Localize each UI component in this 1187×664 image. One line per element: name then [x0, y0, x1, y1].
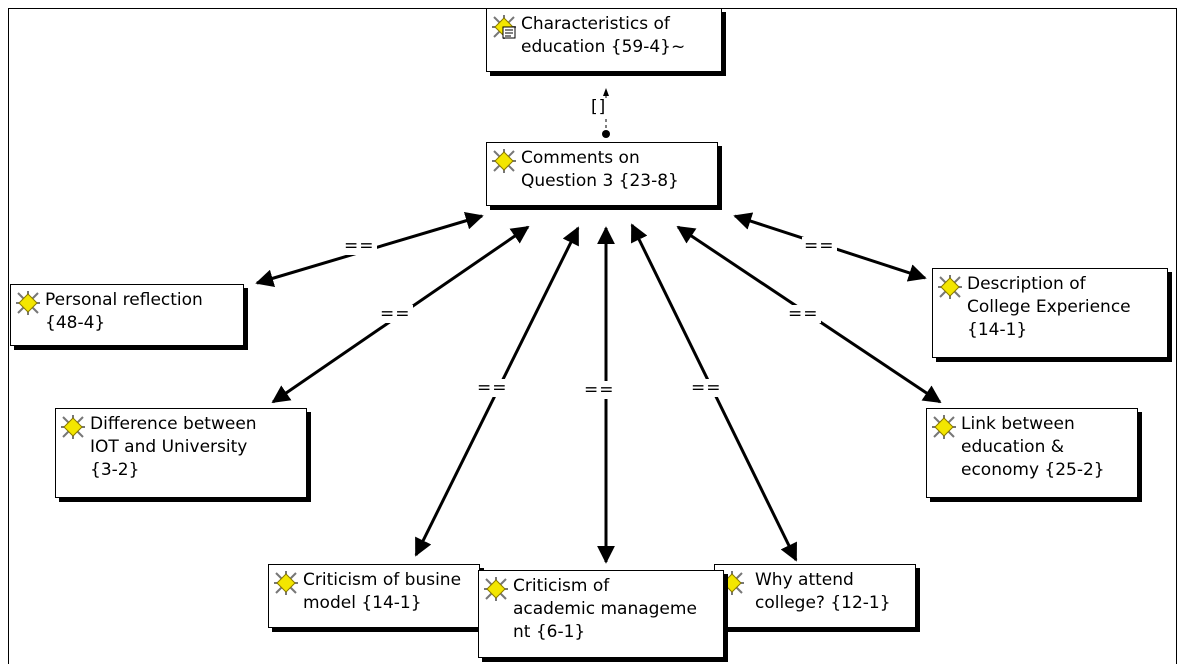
node-label: Why attend college? {12-1}: [755, 570, 891, 613]
node-comments-on-question-3[interactable]: Comments on Question 3 {23-8}: [486, 142, 718, 206]
edge-label-academic: ==: [582, 380, 617, 400]
edge-label-description: ==: [802, 236, 837, 256]
node-why-attend-college[interactable]: Why attend college? {12-1}: [714, 564, 916, 628]
node-label: Comments on Question 3 {23-8}: [521, 148, 679, 191]
node-personal-reflection[interactable]: Personal reflection {48-4}: [10, 284, 244, 346]
node-difference-between-iot-and-university[interactable]: Difference between IOT and University {3…: [55, 408, 307, 498]
node-characteristics-of-education[interactable]: Characteristics of education {59-4}~: [486, 8, 722, 72]
edge-label-personal: ==: [342, 236, 377, 256]
edge-label-bracket: []: [589, 97, 609, 117]
node-label: Characteristics of education {59-4}~: [521, 14, 686, 57]
node-link-between-education-and-economy[interactable]: Link between education & economy {25-2}: [926, 408, 1138, 498]
edge-label-link: ==: [786, 304, 821, 324]
code-icon: [484, 577, 508, 601]
node-criticism-of-business-model[interactable]: Criticism of busine model {14-1}: [268, 564, 480, 628]
code-icon: [720, 571, 744, 595]
node-label: Criticism of academic manageme nt {6-1}: [513, 576, 697, 642]
edge-label-why: ==: [689, 378, 724, 398]
edge-label-difference: ==: [378, 304, 413, 324]
code-icon: [61, 415, 85, 439]
code-icon: [16, 291, 40, 315]
code-with-memo-icon: [492, 15, 516, 39]
bracket-edge-dot: [602, 130, 610, 138]
node-label: Criticism of busine model {14-1}: [303, 570, 462, 613]
code-icon: [938, 275, 962, 299]
code-icon: [932, 415, 956, 439]
node-label: Personal reflection {48-4}: [45, 290, 203, 333]
node-label: Description of College Experience {14-1}: [967, 274, 1131, 340]
bracket-arrow-head: [603, 88, 609, 96]
node-label: Difference between IOT and University {3…: [90, 414, 257, 480]
code-icon: [492, 149, 516, 173]
code-icon: [274, 571, 298, 595]
node-criticism-of-academic-management[interactable]: Criticism of academic manageme nt {6-1}: [478, 570, 724, 658]
edge-label-business: ==: [475, 378, 510, 398]
node-description-of-college-experience[interactable]: Description of College Experience {14-1}: [932, 268, 1168, 358]
node-label: Link between education & economy {25-2}: [961, 414, 1105, 480]
